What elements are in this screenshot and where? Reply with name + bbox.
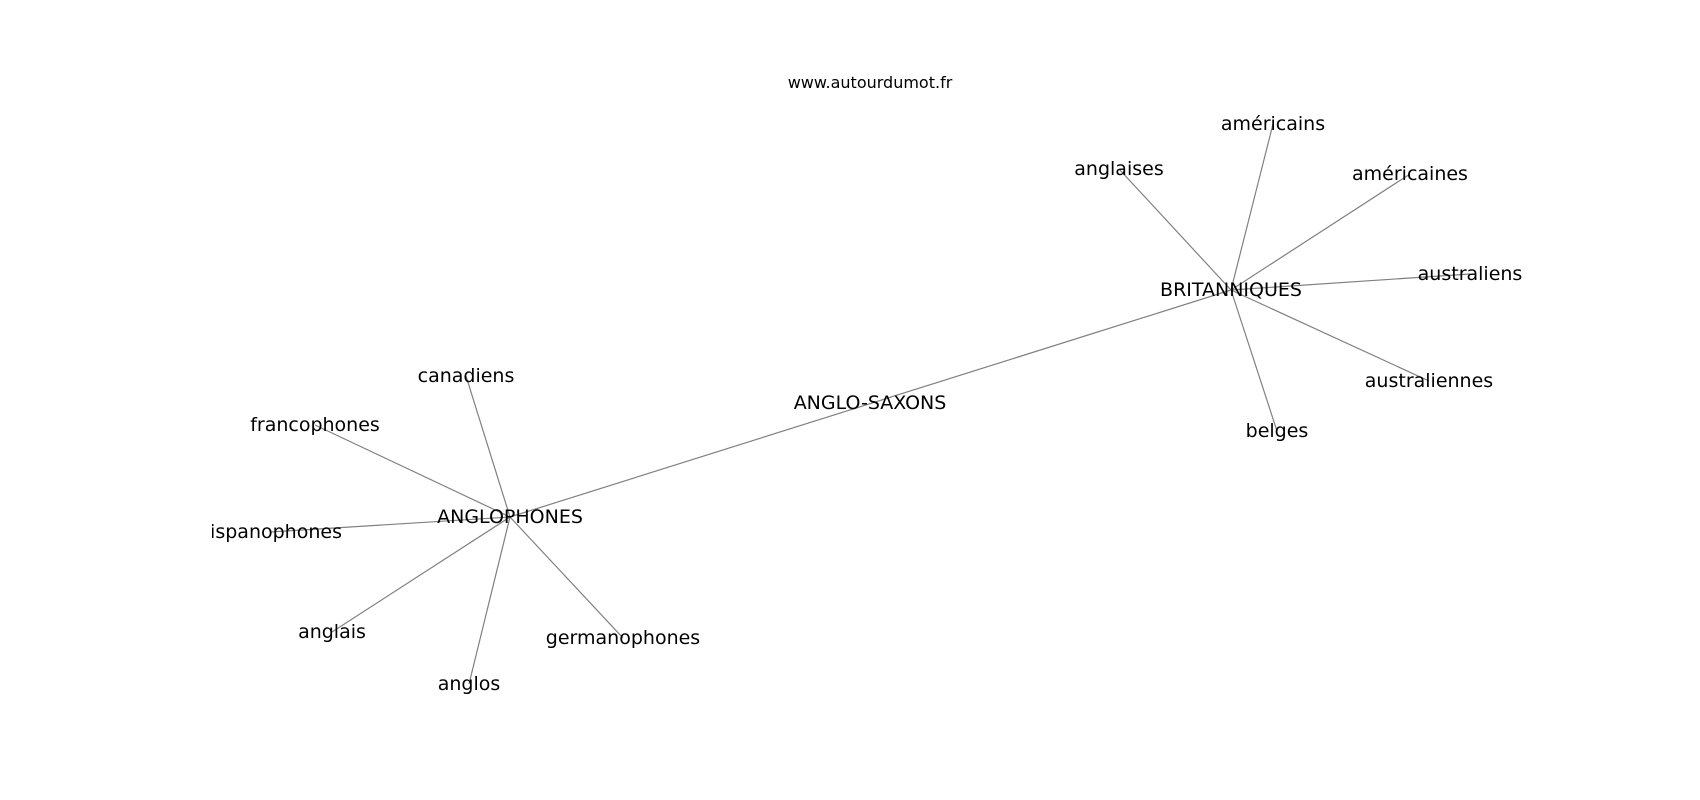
edge-anglophones-germanophones (509, 516, 624, 639)
edge-britanniques-belges (1230, 289, 1278, 432)
edge-anglophones-hispanophones (269, 516, 511, 533)
source-label[interactable]: www.autourdumot.fr (788, 73, 953, 92)
node-francophones[interactable]: francophones (250, 414, 380, 436)
node-anglo-saxons[interactable]: ANGLO-SAXONS (794, 392, 947, 414)
node-anglais[interactable]: anglais (298, 621, 366, 643)
node-hispanophones[interactable]: hispanophones (198, 521, 342, 543)
edge-britanniques-australiennes (1230, 289, 1430, 382)
edge-britanniques-australiens (1230, 273, 1471, 291)
node-anglos[interactable]: anglos (438, 673, 501, 695)
node-anglophones[interactable]: ANGLOPHONES (437, 506, 583, 528)
node-belges[interactable]: belges (1246, 420, 1309, 442)
node-americains[interactable]: américains (1221, 113, 1325, 135)
node-americaines[interactable]: américaines (1352, 163, 1468, 185)
edge-anglophones-anglos (468, 516, 511, 685)
node-britanniques[interactable]: BRITANNIQUES (1160, 279, 1302, 301)
edge-britanniques-americaines (1230, 173, 1411, 291)
edge-britanniques-anglaises (1118, 168, 1232, 291)
edge-britanniques-americains (1230, 123, 1274, 291)
node-anglaises[interactable]: anglaises (1074, 158, 1163, 180)
edge-anglophones-francophones (314, 424, 511, 518)
node-australiennes[interactable]: australiennes (1365, 370, 1493, 392)
edge-anglophones-canadiens (465, 375, 511, 518)
edge-anglophones-britanniques (509, 289, 1232, 518)
node-germanophones[interactable]: germanophones (546, 627, 700, 649)
node-labels-layer: ANGLO-SAXONS BRITANNIQUES ANGLOPHONES améri… (198, 113, 1523, 695)
edges-layer (269, 123, 1471, 685)
edge-anglophones-anglais (331, 516, 511, 633)
node-australiens[interactable]: australiens (1418, 263, 1523, 285)
node-canadiens[interactable]: canadiens (418, 365, 515, 387)
